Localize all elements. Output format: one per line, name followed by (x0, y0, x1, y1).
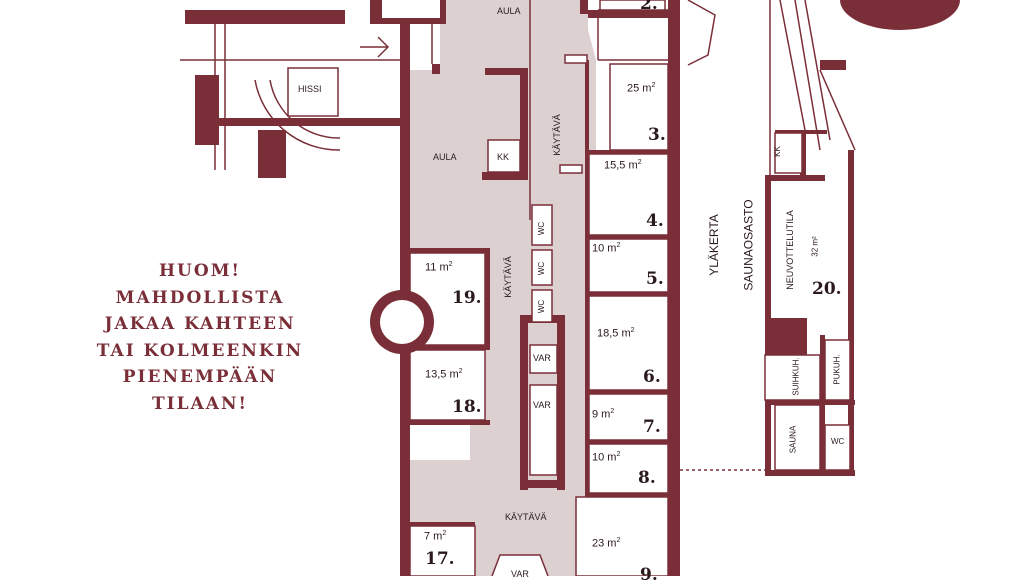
label-kaytava-bottom: KÄYTÄVÄ (505, 512, 547, 522)
label-wc: WC (537, 261, 547, 276)
thin-lines (180, 0, 856, 576)
note-line: PIENEMPÄÄN (122, 367, 278, 387)
room-8-area: 10 m2 (592, 451, 621, 464)
room-8-number: 8. (638, 468, 656, 488)
room-3-area: 25 m2 (627, 82, 656, 95)
label-aula-top: AULA (497, 6, 521, 16)
room-18-number: 18. (452, 397, 482, 417)
label-neuvottelutila: NEUVOTTELUTILA (784, 210, 795, 290)
note-line: TAI KOLMEENKIN (96, 340, 304, 361)
room-3-number: 3. (648, 125, 666, 145)
note-line: HUOM! (159, 261, 241, 281)
room-20-area: 32 m² (810, 236, 820, 257)
label-pukuh: PUKUH. (832, 354, 842, 385)
label-wc: WC (537, 221, 547, 236)
room-6-number: 6. (643, 367, 661, 387)
label-aula-mid: AULA (433, 152, 457, 162)
label-kk-right: KK (772, 146, 782, 157)
label-kaytava-upper: KÄYTÄVÄ (551, 114, 562, 156)
room-4-number: 4. (646, 211, 664, 231)
room-20-number: 20. (812, 279, 842, 299)
room-19-number: 19. (452, 288, 482, 308)
room-5-area: 10 m2 (592, 242, 621, 255)
note-line: TILAAN! (152, 393, 248, 414)
note-line: MAHDOLLISTA (115, 287, 285, 308)
label-var: VAR (533, 353, 551, 363)
label-var: VAR (533, 400, 551, 410)
room-6-area: 18,5 m2 (597, 327, 635, 340)
label-wc: WC (537, 299, 547, 314)
room-7-number: 7. (643, 417, 661, 437)
room-9-area: 23 m2 (592, 537, 621, 550)
label-ylakerta: YLÄKERTA (706, 214, 721, 276)
label-hissi: HISSI (298, 84, 322, 94)
note-line: JAKAA KAHTEEN (104, 314, 296, 334)
room-4-area: 15,5 m2 (604, 159, 642, 172)
label-saunaosasto: SAUNAOSASTO (741, 199, 756, 291)
room-19-area: 11 m2 (425, 261, 453, 274)
room-5-number: 5. (646, 269, 664, 289)
room-9-number: 9. (640, 565, 658, 585)
label-kaytava-left: KÄYTÄVÄ (502, 256, 513, 298)
round-tower (370, 290, 434, 354)
room-7-area: 9 m2 (592, 408, 615, 421)
room-17-number: 17. (425, 549, 455, 569)
label-kk-main: KK (497, 152, 510, 162)
room-17-area: 7 m2 (424, 530, 447, 543)
note-text: HUOM! MAHDOLLISTA JAKAA KAHTEEN TAI KOLM… (80, 258, 320, 417)
label-wc-sauna: WC (831, 437, 845, 446)
label-suihkuh: SUIHKUH. (791, 357, 801, 396)
room-18-area: 13,5 m2 (425, 368, 463, 381)
label-sauna: SAUNA (788, 425, 798, 454)
label-var: VAR (511, 569, 529, 579)
room-2-number: 2. (640, 0, 658, 14)
